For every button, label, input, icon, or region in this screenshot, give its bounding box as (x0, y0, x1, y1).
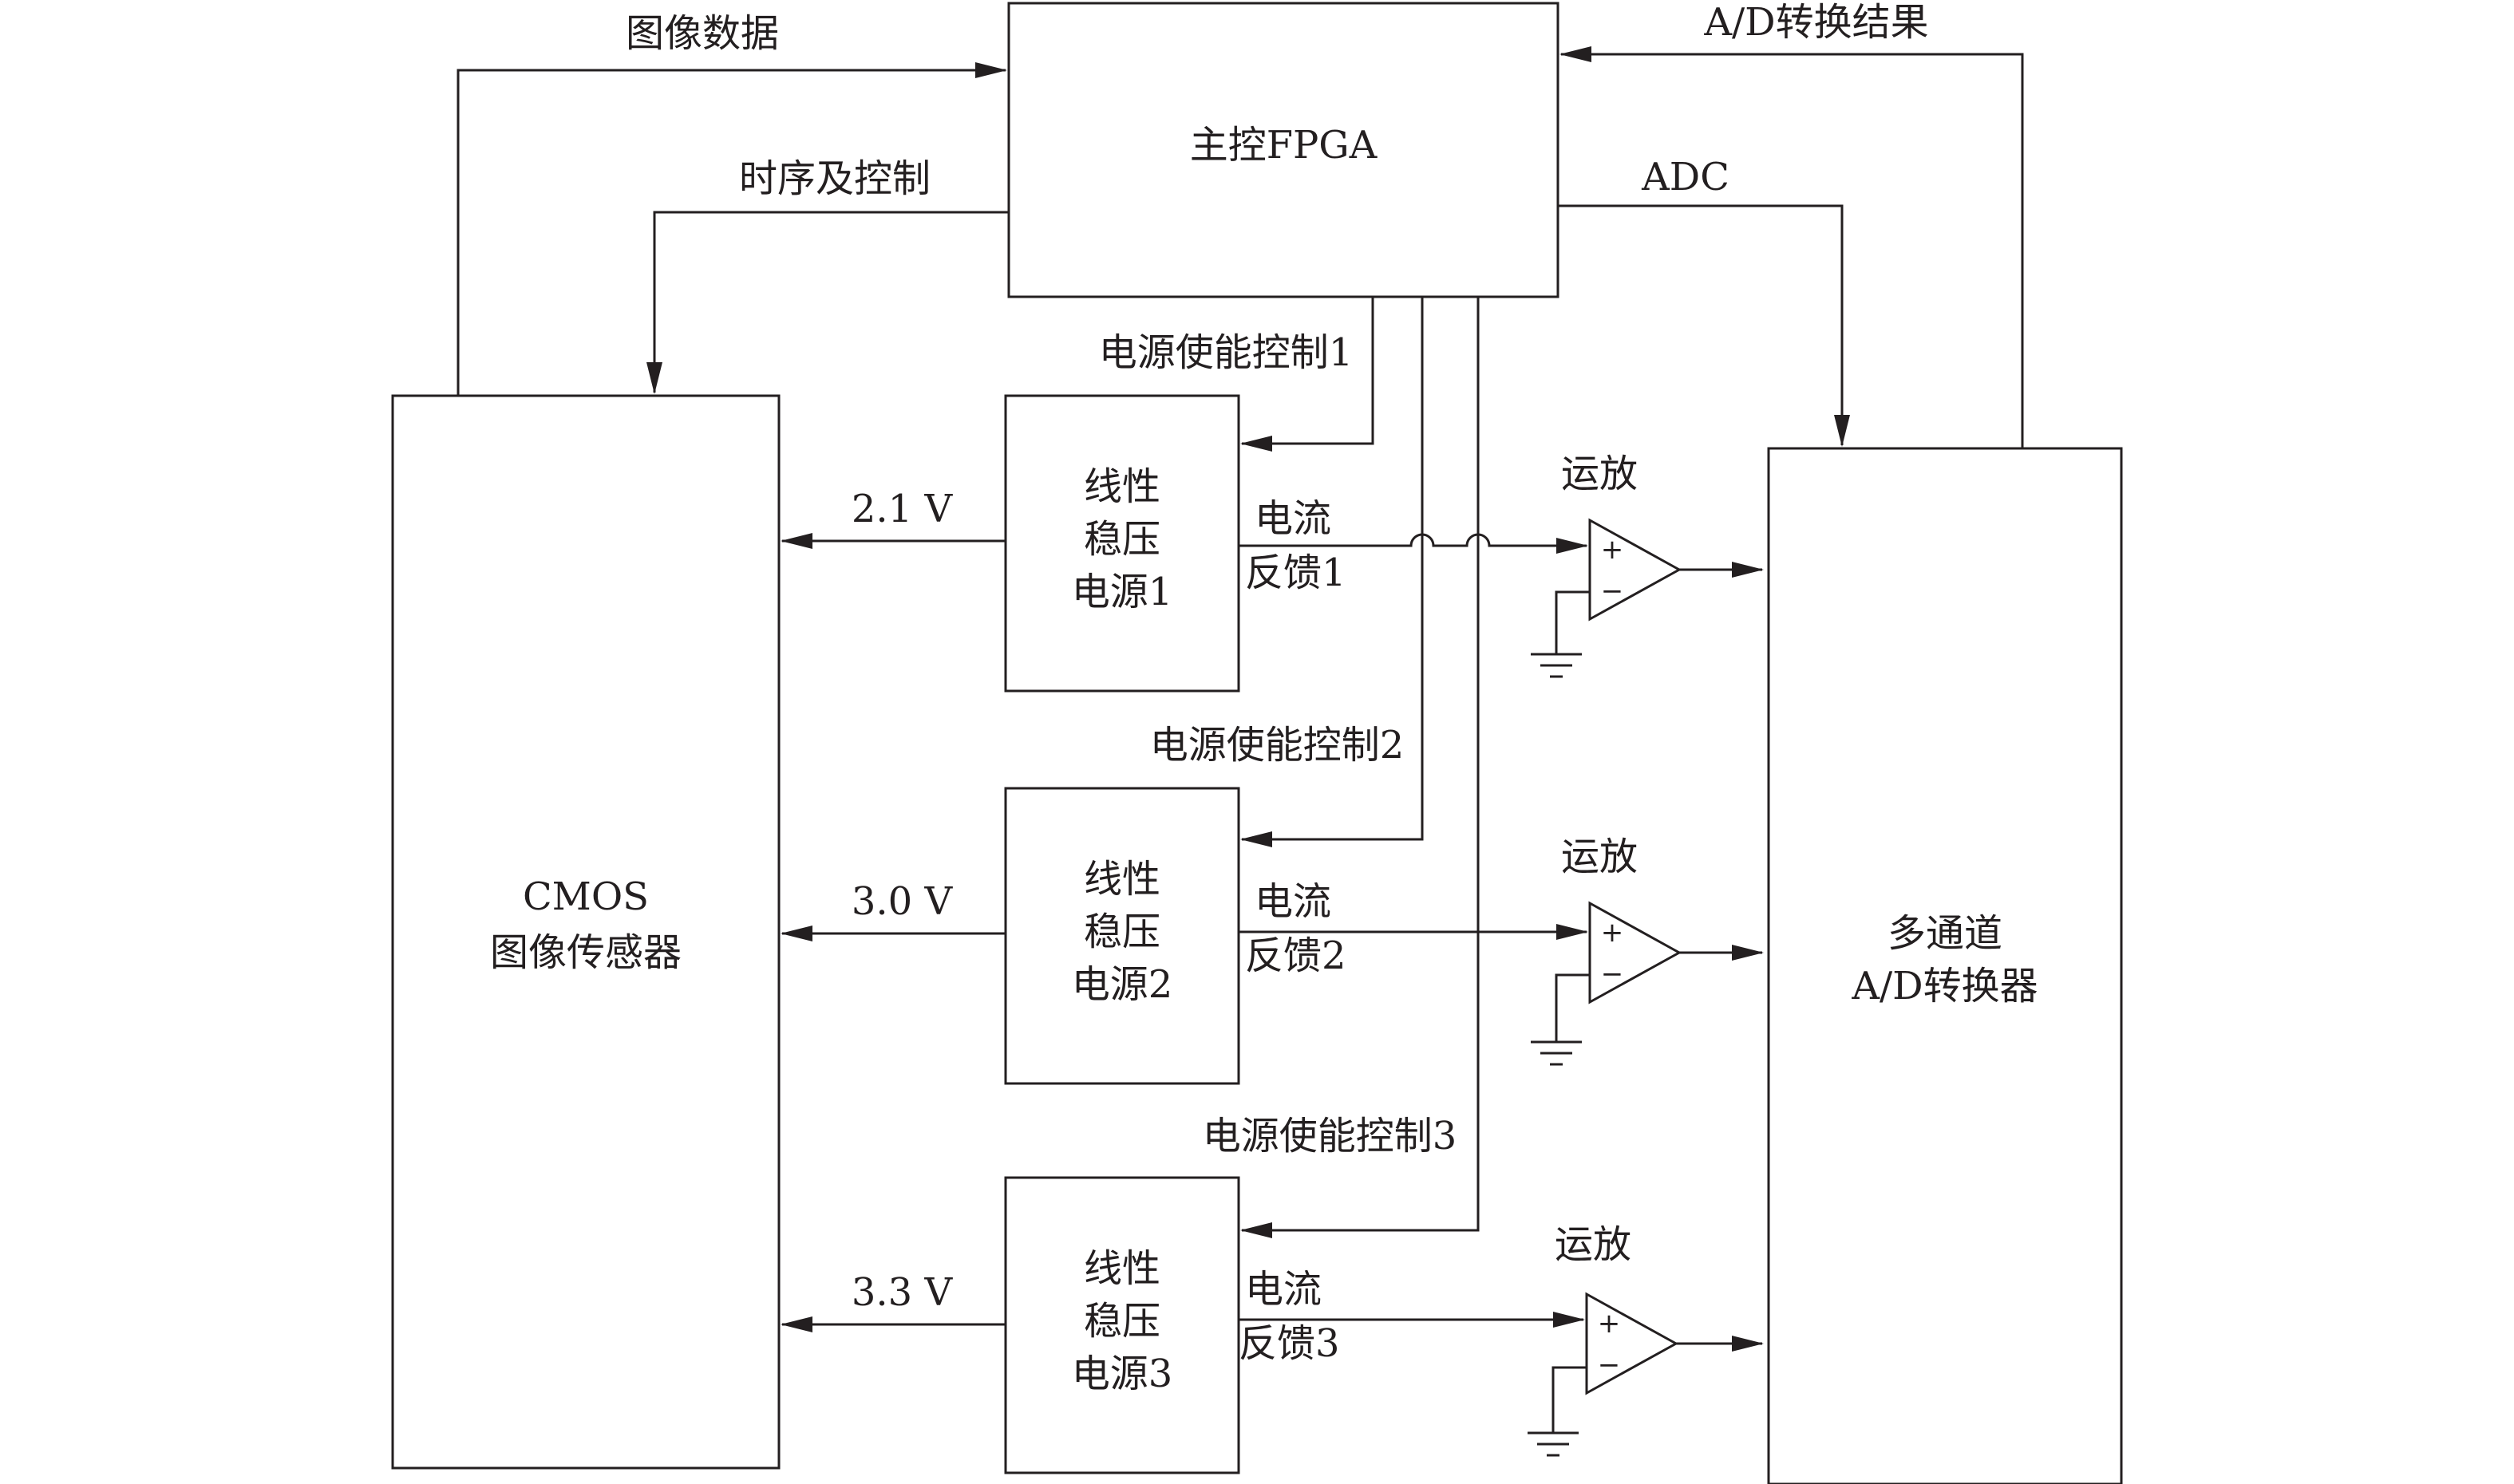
ldo-2-line3: 电源2 (1072, 962, 1173, 1007)
ad-result-label: A/D转换结果 (1703, 0, 1928, 45)
feedback-1-line1: 电流 (1255, 496, 1331, 541)
supply-1-label: 2.1 V (852, 487, 954, 531)
ldo-1-line1: 线性 (1084, 464, 1160, 509)
adc-control-arrow (1558, 204, 1850, 447)
feedback-1-arrow (1239, 533, 1588, 554)
ldo-3-line2: 稳压 (1084, 1299, 1160, 1344)
ldo-2-line2: 稳压 (1084, 910, 1160, 954)
opamp-2: 运放 + − (1531, 835, 1764, 1066)
ldo-block-1: 线性 稳压 电源1 (1004, 394, 1240, 693)
adc-box (1767, 447, 2123, 1484)
opamp-2-plus: + (1601, 917, 1624, 949)
enable-line-2: 电源使能控制2 (1150, 297, 1424, 847)
opamp-2-label: 运放 (1561, 835, 1638, 879)
timing-control-label: 时序及控制 (739, 156, 931, 201)
ground-1-icon (1531, 653, 1582, 678)
enable-1-arrow (1240, 297, 1374, 452)
supply-2: 3.0 V (781, 879, 1006, 941)
opamp-2-ground-wire (1555, 973, 1590, 1042)
adc-control-label: ADC (1641, 155, 1729, 199)
enable-1-label: 电源使能控制1 (1099, 330, 1354, 375)
ldo-1-line2: 稳压 (1084, 517, 1160, 562)
supply-1: 2.1 V (781, 487, 1006, 549)
ldo-3-line1: 线性 (1084, 1246, 1160, 1291)
ad-result-link: A/D转换结果 (1559, 0, 2024, 448)
ground-2-icon (1531, 1040, 1582, 1066)
cmos-label-line2: 图像传感器 (490, 930, 682, 975)
supply-2-label: 3.0 V (852, 879, 954, 924)
supply-3-label: 3.3 V (852, 1270, 954, 1315)
adc-control-link: ADC (1558, 155, 1850, 447)
feedback-3: 电流 反馈3 (1239, 1267, 1585, 1366)
ldo-block-2: 线性 稳压 电源2 (1004, 787, 1240, 1085)
opamp-1: 运放 + − (1531, 452, 1764, 678)
feedback-1: 电流 反馈1 (1239, 496, 1588, 595)
opamp-3: 运放 + − (1528, 1222, 1764, 1457)
ad-result-arrow (1559, 46, 2024, 448)
feedback-3-line1: 电流 (1245, 1267, 1322, 1312)
enable-2-label: 电源使能控制2 (1150, 723, 1405, 768)
feedback-1-line2: 反馈1 (1245, 551, 1346, 595)
image-data-arrow (457, 62, 1007, 396)
supply-3: 3.3 V (781, 1270, 1006, 1332)
adc-block: 多通道 A/D转换器 (1767, 447, 2123, 1484)
fpga-label: 主控FPGA (1190, 123, 1378, 168)
opamp-3-minus: − (1598, 1349, 1621, 1381)
opamp-1-minus: − (1601, 575, 1624, 607)
feedback-2-line1: 电流 (1255, 879, 1331, 924)
fpga-box (1007, 2, 1559, 298)
ldo-box-2 (1004, 787, 1240, 1085)
fpga-block: 主控FPGA (1007, 2, 1559, 298)
feedback-3-line2: 反馈3 (1239, 1321, 1340, 1366)
adc-label-line1: 多通道 (1887, 911, 2002, 956)
image-data-label: 图像数据 (626, 11, 779, 56)
timing-control-link: 时序及控制 (646, 156, 1009, 394)
opamp-2-triangle-icon (1588, 901, 1682, 1004)
cmos-block: CMOS 图像传感器 (391, 394, 781, 1470)
opamp-3-triangle-icon (1585, 1292, 1679, 1395)
opamp-1-ground-wire (1555, 590, 1590, 654)
opamp-3-plus: + (1598, 1308, 1621, 1340)
opamp-1-label: 运放 (1561, 452, 1638, 496)
opamp-1-plus: + (1601, 534, 1624, 566)
feedback-2-line2: 反馈2 (1245, 933, 1346, 978)
ldo-box-1 (1004, 394, 1240, 693)
feedback-2: 电流 反馈2 (1239, 879, 1588, 978)
enable-3-arrow (1240, 297, 1480, 1238)
enable-3-label: 电源使能控制3 (1203, 1114, 1457, 1158)
image-data-link: 图像数据 (457, 11, 1007, 396)
timing-control-arrow (646, 211, 1009, 394)
cmos-box (391, 394, 781, 1470)
opamp-1-triangle-icon (1588, 518, 1682, 622)
ldo-1-line3: 电源1 (1072, 570, 1173, 614)
ldo-3-line3: 电源3 (1072, 1352, 1173, 1396)
enable-2-arrow (1240, 297, 1424, 847)
enable-line-1: 电源使能控制1 (1099, 297, 1374, 452)
opamp-3-ground-wire (1551, 1366, 1587, 1433)
cmos-label-line1: CMOS (523, 874, 649, 919)
opamp-2-minus: − (1601, 958, 1624, 990)
ldo-block-3: 线性 稳压 电源3 (1004, 1176, 1240, 1474)
opamp-3-label: 运放 (1555, 1222, 1631, 1267)
ldo-2-line1: 线性 (1084, 857, 1160, 902)
ground-3-icon (1528, 1431, 1579, 1457)
adc-label-line2: A/D转换器 (1851, 964, 2038, 1008)
enable-line-3: 电源使能控制3 (1203, 297, 1480, 1238)
